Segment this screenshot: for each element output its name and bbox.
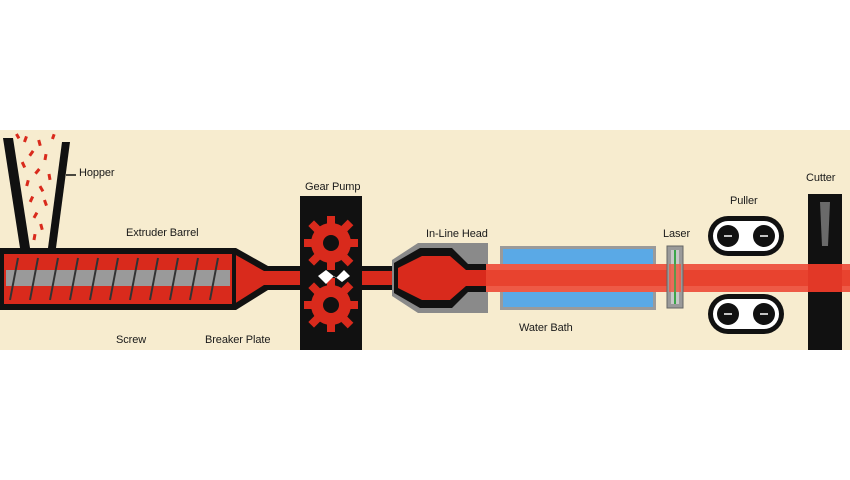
puller xyxy=(708,216,784,334)
water-bath-label: Water Bath xyxy=(519,322,573,334)
hopper xyxy=(3,133,76,248)
cutter xyxy=(808,194,842,350)
hopper-pellets xyxy=(15,133,56,241)
laser-label: Laser xyxy=(663,228,691,240)
screw xyxy=(6,257,230,301)
screw-label: Screw xyxy=(116,334,147,346)
breaker-plate xyxy=(232,254,236,304)
puller-bottom-belt xyxy=(708,294,784,334)
hopper-label: Hopper xyxy=(79,167,115,179)
puller-top-belt xyxy=(708,216,784,256)
breaker-plate-label: Breaker Plate xyxy=(205,334,271,346)
cutter-label: Cutter xyxy=(806,172,836,184)
puller-label: Puller xyxy=(730,195,758,207)
in-line-head xyxy=(392,243,488,313)
melt-line xyxy=(362,266,396,290)
laser-gauge xyxy=(666,245,684,309)
in-line-head-label: In-Line Head xyxy=(426,228,488,240)
extrusion-line-diagram xyxy=(0,130,850,350)
extruder-barrel-label: Extruder Barrel xyxy=(126,227,199,239)
gear-pump xyxy=(300,196,362,350)
gear-pump-label: Gear Pump xyxy=(305,181,361,193)
